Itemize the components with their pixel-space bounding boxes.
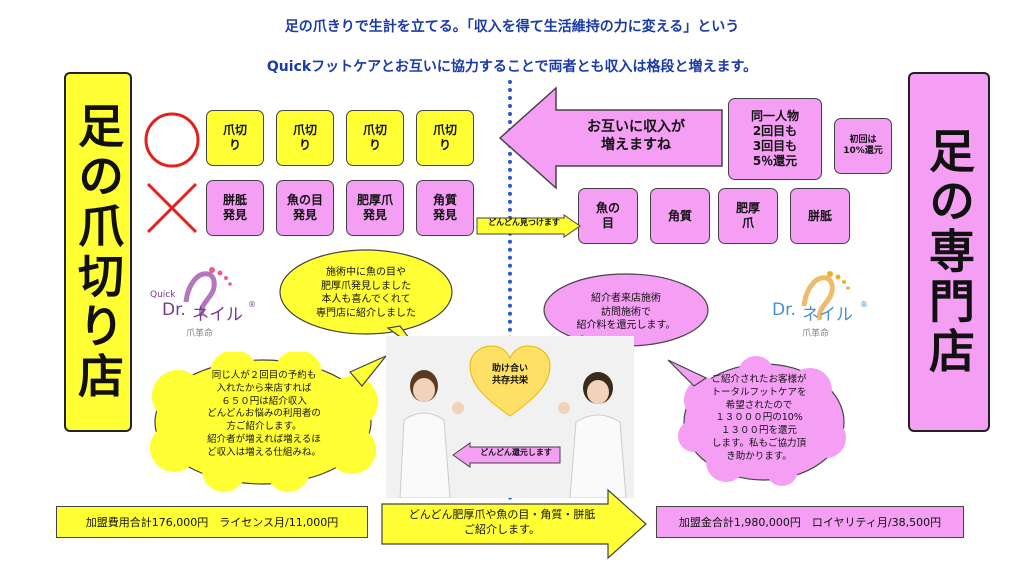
left-shop-panel: 足の爪切り店 — [64, 72, 132, 432]
bubble-right-top-text: 紹介者来店施術 訪問施術で 紹介料を還元します。 — [576, 293, 676, 331]
bottom-center-arrow — [381, 488, 647, 560]
nail-cut-box-1: 爪切 り — [206, 110, 264, 166]
center-divider — [508, 80, 512, 500]
found-corn-box: 魚の目 発見 — [276, 180, 334, 236]
foot-logo-icon — [183, 267, 232, 317]
bubble-right-bottom-text: ご紹介されたお客様が トータルフットケアを 希望されたので １３０００円の10%… — [711, 374, 807, 462]
left-logo: Quick Dr. ネイル ® 爪革命 — [142, 264, 268, 344]
bubble-left-bottom-text: 同じ人が２回目の予約も 入れたから来店すれば ６５０円は紹介収入 どんどんお悩み… — [207, 370, 321, 458]
foot-logo-icon-right — [801, 271, 850, 321]
right-found-thick-nail: 肥厚 爪 — [718, 188, 778, 244]
right-shop-panel: 足の専門店 — [908, 72, 990, 432]
header-line-2: Quickフットケアとお互いに協力することで両者とも収入は格段と増えます。 — [266, 59, 758, 75]
circle-ok-icon — [144, 112, 200, 168]
header-line-1: 足の爪きりで生計を立てる。「収入を得て生活維持の力に変える」という — [284, 19, 740, 35]
first-return-box: 初回は 10%還元 — [834, 118, 892, 174]
found-thick-nail-box: 肥厚爪 発見 — [346, 180, 404, 236]
bubble-left-top — [279, 249, 453, 351]
big-arrow-text: お互いに収入が 増えますね — [587, 119, 685, 154]
bottom-left-fee-box: 加盟費用合計176,000円 ライセンス月/11,000円 — [56, 506, 368, 538]
nail-cut-box-4: 爪切 り — [416, 110, 474, 166]
repeat-return-box: 同一人物 2回目も 3回目も 5％還元 — [728, 98, 822, 180]
right-found-keratin: 角質 — [650, 188, 710, 244]
bottom-center-text: どんどん肥厚爪や魚の目・角質・胼胝 ご紹介します。 — [408, 508, 596, 536]
heart-text: 助け合い 共存共栄 — [491, 364, 528, 386]
bubble-left-bottom — [150, 352, 387, 492]
right-found-callus: 胼胝 — [790, 188, 850, 244]
found-keratin-box: 角質 発見 — [416, 180, 474, 236]
big-left-arrow — [498, 86, 723, 190]
right-found-corn: 魚の 目 — [578, 188, 638, 244]
found-callus-box: 胼胝 発見 — [206, 180, 264, 236]
ok-ng-marks — [144, 112, 200, 234]
heart-icon — [469, 345, 551, 417]
left-shop-title: 足の爪切り店 — [71, 102, 125, 402]
nail-cut-box-2: 爪切 り — [276, 110, 334, 166]
bubble-right-bottom — [667, 356, 846, 486]
right-shop-title: 足の専門店 — [922, 127, 976, 377]
right-logo: Dr. ネイル ® 爪革命 — [770, 268, 880, 344]
find-arrow-text: どんどん見つけます — [488, 218, 560, 227]
nail-cut-box-3: 爪切 り — [346, 110, 404, 166]
find-arrow — [476, 214, 581, 238]
return-arrow — [452, 442, 561, 468]
bottom-right-fee-box: 加盟金合計1,980,000円 ロイヤリティ月/38,500円 — [656, 506, 964, 538]
bubble-left-top-text: 施術中に魚の目や 肥厚爪発見しました 本人も喜んでくれて 専門店に紹介しました — [316, 267, 416, 319]
return-arrow-text: どんどん還元します — [480, 448, 552, 457]
